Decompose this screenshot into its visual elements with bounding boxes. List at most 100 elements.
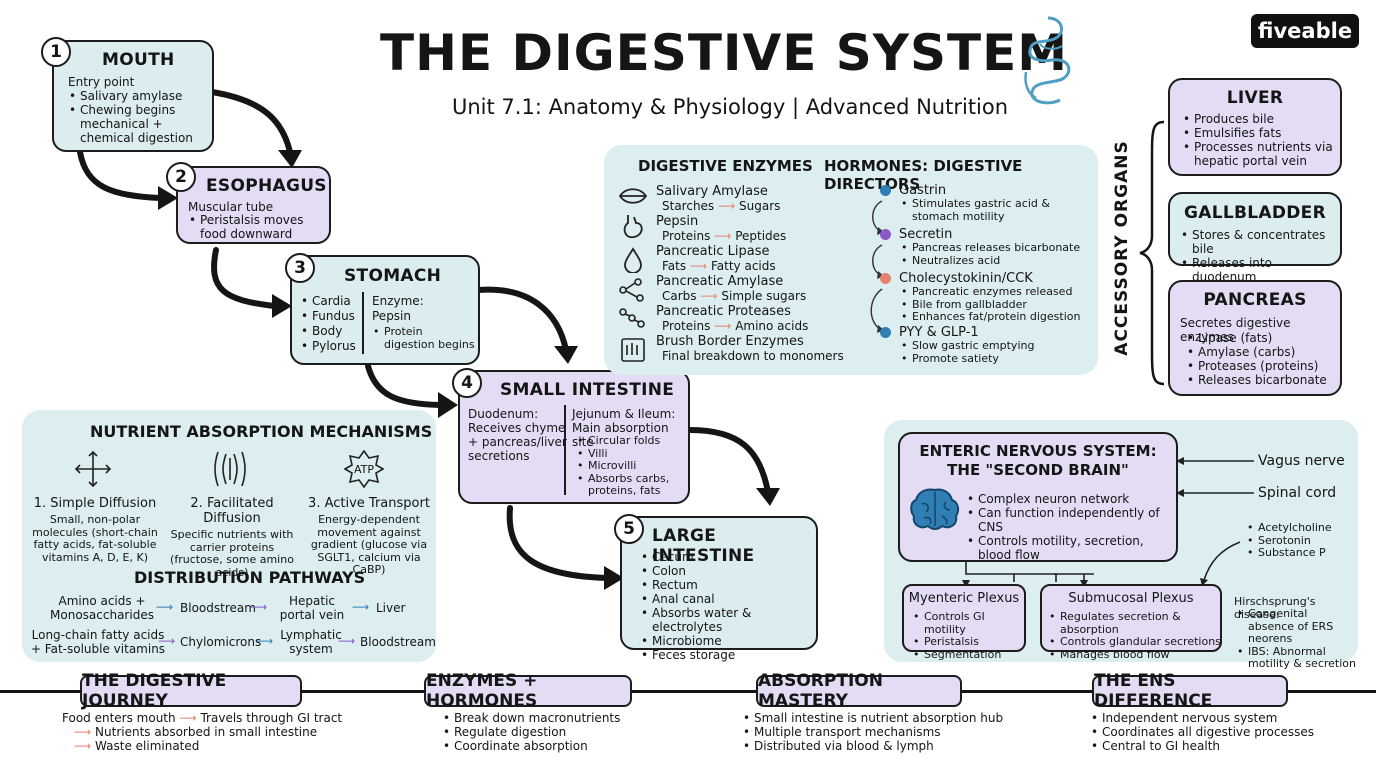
large-intestine-item: Cecum	[640, 550, 818, 564]
myenteric-plexus-card: Myenteric Plexus Controls GI motility Pe…	[902, 584, 1026, 661]
footer-line: Coordinate absorption	[442, 739, 662, 753]
accessory-organs-label: ACCESSORY ORGANS	[1112, 140, 1132, 356]
footer-line: Nutrients absorbed in small intestine	[95, 725, 318, 739]
brain-icon	[910, 488, 960, 530]
stomach-item: Protein digestion begins	[372, 325, 476, 351]
step-number-2: 2	[166, 162, 196, 192]
hormones-title: HORMONES: DIGESTIVE DIRECTORS	[824, 157, 1023, 193]
mouth-card: MOUTH Entry point Salivary amylase Chewi…	[52, 40, 214, 152]
brand-logo-text: fiveable	[1257, 19, 1353, 43]
hormone-item: Neutralizes acid	[900, 254, 1090, 268]
absorption-title: NUTRIENT ABSORPTION MECHANISMS	[90, 422, 433, 441]
mechanism-desc: Energy-dependent movement against gradie…	[310, 513, 428, 576]
accessory-brace	[1139, 120, 1165, 386]
chain-icon	[619, 308, 645, 328]
step-number-3: 3	[285, 253, 315, 283]
enzyme-reaction: Final breakdown to monomers	[662, 349, 844, 363]
footer-rule	[0, 690, 1376, 693]
lips-icon	[618, 188, 648, 204]
footer-title-absorption: ABSORPTION MASTERY	[756, 671, 962, 711]
mouth-item: Salivary amylase	[68, 89, 210, 103]
enzyme-to: Peptides	[735, 229, 787, 243]
mechanism-name: 1. Simple Diffusion	[33, 496, 157, 511]
liver-title: LIVER	[1226, 88, 1284, 108]
esophagus-title: ESOPHAGUS	[206, 176, 327, 196]
page-subtitle: Unit 7.1: Anatomy & Physiology | Advance…	[452, 95, 1009, 119]
submucosal-item: Controls glandular secretions	[1048, 635, 1224, 649]
enzymes-hormones-panel: DIGESTIVE ENZYMES HORMONES: DIGESTIVE DI…	[604, 145, 1098, 375]
disease-item: Congenital absence of ERS neorens	[1236, 607, 1356, 646]
stomach-card: STOMACH Cardia Fundus Body Pylorus Enzym…	[290, 255, 480, 365]
hormone-name: PYY & GLP-1	[899, 325, 979, 340]
enzyme-to: Fatty acids	[710, 259, 776, 273]
submucosal-item: Manages blood flow	[1048, 648, 1224, 662]
pathway-step: Hepatic portal vein	[279, 594, 345, 622]
pancreas-item: Proteases (proteins)	[1186, 359, 1336, 373]
large-intestine-item: Colon	[640, 564, 818, 578]
hormone-item: Pancreatic enzymes released	[900, 285, 1090, 299]
jejunum-head: Jejunum & Ileum:	[572, 407, 676, 421]
pancreas-title: PANCREAS	[1203, 290, 1307, 310]
footer-line: Waste eliminated	[95, 739, 200, 753]
diffusion-arrows-icon	[74, 450, 112, 488]
gallbladder-title: GALLBLADDER	[1184, 203, 1326, 223]
ens-card: ENTERIC NERVOUS SYSTEM: THE "SECOND BRAI…	[898, 432, 1178, 562]
footer-line: Regulate digestion	[442, 725, 662, 739]
stomach-enzyme-label: Enzyme:	[372, 294, 424, 308]
neurotransmitter: Serotonin	[1246, 534, 1356, 548]
enzyme-name: Pancreatic Amylase	[656, 274, 784, 289]
liver-card: LIVER Produces bile Emulsifies fats Proc…	[1168, 78, 1342, 176]
pathway-step: Chylomicrons	[180, 635, 262, 649]
footer-line: Coordinates all digestive processes	[1090, 725, 1360, 739]
pathways-title: DISTRIBUTION PATHWAYS	[134, 568, 366, 587]
enzyme-reaction: Proteins ⟶ Peptides	[662, 229, 787, 243]
footer-line: Travels through GI tract	[200, 711, 343, 725]
enzyme-name: Pancreatic Proteases	[656, 304, 791, 319]
liver-item: Processes nutrients via hepatic portal v…	[1182, 140, 1340, 168]
hormone-connectors	[870, 200, 884, 333]
ens-panel: ENTERIC NERVOUS SYSTEM: THE "SECOND BRAI…	[884, 420, 1358, 670]
pathway-step: Lymphatic system	[280, 628, 342, 656]
pathway-step: Bloodstream	[180, 601, 256, 615]
jejunum-item: Absorbs carbs, proteins, fats	[576, 472, 686, 498]
footer-line: Break down macronutrients	[442, 711, 662, 725]
stomach-part: Fundus	[300, 309, 366, 324]
step-number-1: 1	[41, 37, 71, 67]
enzyme-reaction: Proteins ⟶ Amino acids	[662, 319, 809, 333]
footer-journey-text: Food enters mouth ⟶ Travels through GI t…	[62, 711, 343, 753]
ens-item: Controls motility, secretion, blood flow	[966, 534, 1176, 562]
neurotransmitter: Substance P	[1246, 546, 1356, 560]
hormone-dot	[880, 229, 891, 240]
step-number-5: 5	[614, 514, 644, 544]
liver-item: Emulsifies fats	[1182, 126, 1340, 140]
enzyme-name: Salivary Amylase	[656, 184, 768, 199]
gallbladder-card: GALLBLADDER Stores & concentrates bile R…	[1168, 192, 1342, 284]
myenteric-item: Controls GI motility	[912, 610, 1026, 636]
duodenum-text: Receives chyme + pancreas/liver secretio…	[468, 421, 567, 463]
pancreas-item: Amylase (carbs)	[1186, 345, 1336, 359]
atp-label: ATP	[353, 462, 375, 476]
droplet-icon	[624, 247, 642, 273]
pancreas-item: Releases bicarbonate	[1186, 373, 1336, 387]
stomach-divider	[362, 292, 364, 354]
footer-line: Food enters mouth	[62, 711, 176, 725]
hormone-name: Secretin	[899, 227, 953, 242]
spinal-cord-label: Spinal cord	[1258, 485, 1337, 501]
enzyme-from: Proteins	[662, 229, 711, 243]
footer-line: Multiple transport mechanisms	[742, 725, 1012, 739]
brand-logo: fiveable	[1251, 14, 1359, 48]
stomach-part: Pylorus	[300, 339, 366, 354]
esophagus-lead: Muscular tube	[188, 200, 274, 214]
stomach-part: Cardia	[300, 294, 366, 309]
stomach-enzyme: Pepsin	[372, 309, 411, 323]
large-intestine-item: Absorbs water & electrolytes	[640, 606, 818, 634]
ens-item: Complex neuron network	[966, 492, 1176, 506]
hormone-dot	[880, 273, 891, 284]
large-intestine-item: Rectum	[640, 578, 818, 592]
neurotransmitter: Acetylcholine	[1246, 521, 1356, 535]
enzyme-reaction: Starches ⟶ Sugars	[662, 199, 781, 213]
footer-line: Central to GI health	[1090, 739, 1360, 753]
villi-icon	[621, 338, 645, 362]
step-number-4: 4	[452, 368, 482, 398]
enzymes-title: DIGESTIVE ENZYMES	[638, 157, 813, 175]
